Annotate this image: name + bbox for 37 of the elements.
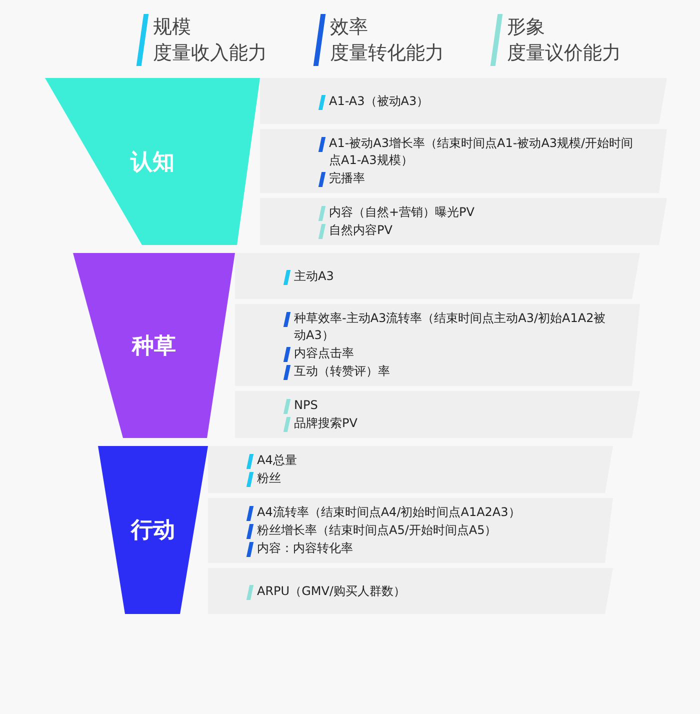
- legend-description: 度量转化能力: [330, 41, 444, 66]
- legend-label: 形象: [507, 15, 545, 40]
- metric-band: [260, 129, 667, 193]
- metric-band: [208, 446, 613, 493]
- metric-band: [208, 498, 613, 563]
- funnel-segment: [73, 253, 235, 438]
- metric-text: 种草效率-主动A3流转率（结束时间点主动A3/初始A1A2被动A3）: [294, 310, 607, 344]
- legend-label: 规模: [153, 15, 191, 40]
- metric-text: ARPU（GMV/购买人群数）: [257, 582, 406, 600]
- funnel-segment: [98, 446, 208, 614]
- metric-band: [235, 391, 640, 438]
- stage-label: 种草: [132, 332, 176, 360]
- metric-text: 自然内容PV: [329, 222, 392, 239]
- metric-text: A1-A3（被动A3）: [329, 92, 429, 110]
- metric-text: A4流转率（结束时间点A4/初始时间点A1A2A3）: [257, 504, 520, 521]
- legend-description: 度量议价能力: [507, 41, 621, 66]
- metric-text: 粉丝增长率（结束时间点A5/开始时间点A5）: [257, 522, 497, 539]
- metric-text: 内容（自然+营销）曝光PV: [329, 204, 474, 221]
- stage-label: 行动: [131, 517, 175, 545]
- metric-text: 内容点击率: [294, 345, 354, 362]
- metric-text: 品牌搜索PV: [294, 415, 358, 432]
- metric-text: 完播率: [329, 170, 365, 187]
- metric-band: [235, 253, 640, 299]
- stage-label: 认知: [130, 148, 174, 176]
- metric-text: 粉丝: [257, 470, 281, 487]
- metric-band: [208, 568, 613, 614]
- metric-text: A1-被动A3增长率（结束时间点A1-被动A3规模/开始时间点A1-A3规模）: [329, 135, 634, 169]
- metric-band: [260, 198, 667, 245]
- legend-description: 度量收入能力: [153, 41, 267, 66]
- metric-band: [260, 78, 667, 124]
- metric-text: 主动A3: [294, 268, 334, 284]
- legend-label: 效率: [330, 15, 368, 40]
- metric-text: 内容：内容转化率: [257, 540, 353, 557]
- metric-text: 互动（转赞评）率: [294, 363, 390, 380]
- metric-text: NPS: [294, 397, 318, 414]
- metric-band: [235, 304, 640, 386]
- metric-text: A4总量: [257, 452, 297, 469]
